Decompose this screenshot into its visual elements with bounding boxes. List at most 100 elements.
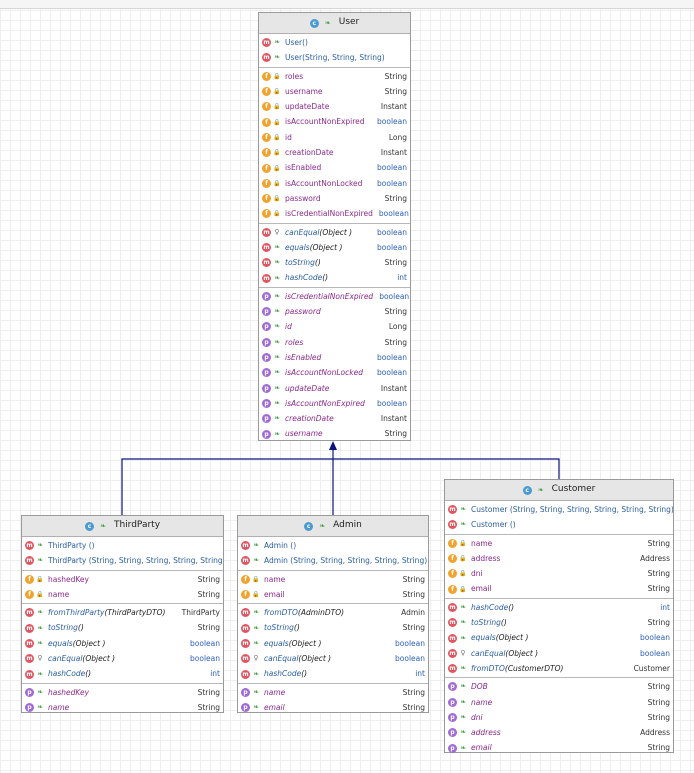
member-row[interactable]: m❧hashCode()int (22, 666, 223, 681)
member-row[interactable]: m❧equals(Object )boolean (259, 240, 410, 255)
field-icon: f (262, 87, 271, 97)
member-signature: toString() (264, 620, 300, 635)
property-name: name (48, 702, 70, 712)
public-leaf-icon: ❧ (460, 682, 466, 691)
member-signature: updateDate (285, 99, 329, 114)
method-icon: m (241, 654, 250, 664)
member-row[interactable]: m❧toString()String (22, 620, 223, 635)
method-icon: m (25, 669, 34, 679)
member-signature: email (264, 587, 285, 602)
method-params: (Object ) (319, 227, 353, 237)
field-name: isAccountNonExpired (285, 117, 365, 127)
member-row[interactable]: m❧equals(Object )boolean (238, 636, 428, 651)
member-row[interactable]: m♀canEqual(Object )boolean (22, 651, 223, 666)
member-signature: hashedKey (48, 572, 89, 587)
member-row[interactable]: m❧User(String, String, String) (259, 50, 410, 65)
class-thirdparty[interactable]: c ❧ ThirdParty m❧ThirdParty ()m❧ThirdPar… (21, 515, 224, 713)
member-row[interactable]: m❧hashCode()int (238, 666, 428, 681)
member-row[interactable]: m❧Customer (String, String, String, Stri… (445, 502, 673, 517)
member-row[interactable]: m♀canEqual(Object )boolean (445, 646, 673, 661)
member-row[interactable]: m❧toString()String (238, 620, 428, 635)
member-row[interactable]: m❧Customer () (445, 517, 673, 532)
lock-icon: 🔒 (252, 591, 260, 599)
public-leaf-icon: ❧ (319, 521, 326, 530)
member-type: String (402, 623, 425, 633)
member-row[interactable]: m❧ThirdParty () (22, 538, 223, 553)
top-toolbar-strip (0, 0, 694, 9)
lock-icon: 🔒 (459, 570, 467, 578)
member-row[interactable]: m❧hashCode()int (259, 270, 410, 285)
public-leaf-icon: ❧ (274, 53, 280, 62)
method-name: canEqual (264, 654, 299, 664)
member-row[interactable]: m❧User() (259, 35, 410, 50)
member-type: boolean (377, 242, 407, 252)
class-user[interactable]: c ❧ User m❧User()m❧User(String, String, … (258, 12, 411, 441)
member-type: int (397, 273, 407, 283)
method-name: fromDTO (264, 608, 298, 618)
class-name: User (338, 17, 360, 28)
member-signature: dni (471, 710, 483, 725)
property-icon: p (448, 713, 457, 722)
member-row[interactable]: m❧toString()String (259, 255, 410, 270)
member-row[interactable]: m❧toString()String (445, 615, 673, 630)
member-row[interactable]: m❧equals(Object )boolean (22, 636, 223, 651)
member-row[interactable]: m♀canEqual(Object )boolean (259, 225, 410, 240)
method-icon: m (241, 541, 250, 551)
method-name: hashCode (48, 669, 86, 679)
lock-icon: 🔒 (252, 575, 260, 583)
class-customer[interactable]: c ❧ Customer m❧Customer (String, String,… (444, 479, 674, 753)
member-row[interactable]: m❧fromDTO(CustomerDTO)Customer (445, 661, 673, 676)
member-row[interactable]: m❧equals(Object )boolean (445, 630, 673, 645)
property-icon: p (262, 337, 271, 347)
member-row[interactable]: m❧Admin () (238, 538, 428, 553)
member-row[interactable]: m❧Admin (String, String, String, String,… (238, 553, 428, 568)
member-row[interactable]: m♀canEqual(Object )boolean (238, 651, 428, 666)
member-row[interactable]: m❧hashCode()int (445, 600, 673, 615)
method-params: () (322, 273, 329, 283)
member-row[interactable]: m❧fromThirdParty(ThirdPartyDTO)ThirdPart… (22, 605, 223, 620)
method-params: () (77, 623, 84, 633)
member-row[interactable]: m❧ThirdParty (String, String, String, St… (22, 553, 223, 568)
public-leaf-icon: ❧ (274, 337, 280, 346)
method-icon: m (262, 38, 271, 48)
member-row[interactable]: m❧fromDTO(AdminDTO)Admin (238, 605, 428, 620)
class-admin[interactable]: c ❧ Admin m❧Admin ()m❧Admin (String, Str… (237, 515, 429, 713)
